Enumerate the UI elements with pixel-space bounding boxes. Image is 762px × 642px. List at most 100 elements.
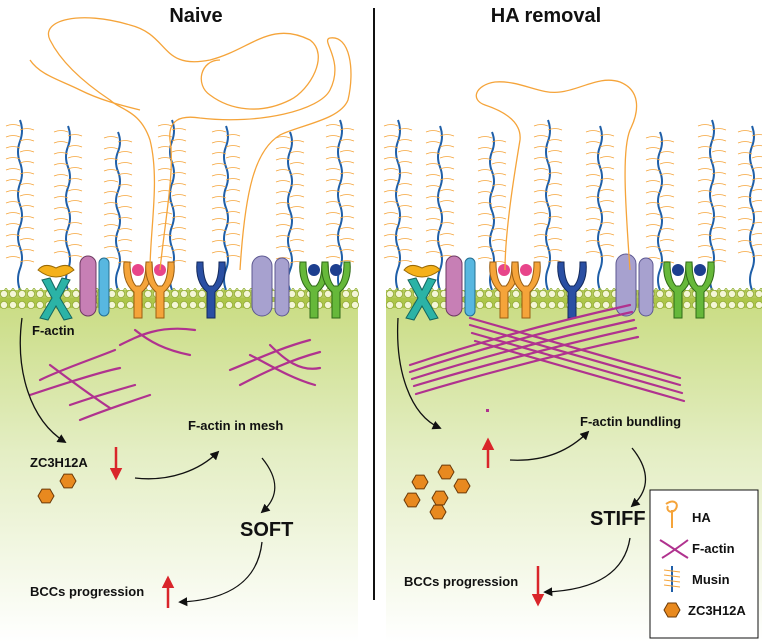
glycan-fringe [225, 255, 241, 258]
glycan-fringe [53, 152, 69, 155]
zc3h12a-hexagons [37, 464, 471, 520]
lipid-head [117, 300, 126, 309]
glycan-fringe [751, 200, 762, 203]
glycan-fringe [697, 157, 713, 160]
glycan-fringe [659, 195, 675, 198]
glycan-fringe [645, 147, 661, 150]
glycan-fringe [5, 223, 21, 226]
glycan-fringe [547, 150, 563, 153]
lipid-head [665, 300, 674, 309]
glycan-fringe [383, 124, 399, 127]
zc3h12a-hexagon [429, 504, 447, 520]
ha-strand-left-3 [29, 59, 141, 111]
glycan-fringe [599, 156, 615, 159]
lipid-head [72, 289, 81, 298]
glycan-fringe [585, 130, 601, 133]
receptor-ligand [498, 264, 510, 276]
glycan-fringe [53, 130, 69, 133]
glycan-fringe [751, 178, 762, 181]
lipid-head [323, 300, 332, 309]
glycan-fringe [645, 191, 661, 194]
glycan-fringe [19, 260, 35, 263]
glycan-fringe [289, 206, 305, 209]
lipid-head [0, 300, 8, 309]
ha-icon [665, 500, 678, 528]
lipid-head [593, 300, 602, 309]
lipid-head [656, 300, 665, 309]
glycan-fringe [697, 256, 713, 259]
glycan-fringe [751, 134, 762, 137]
glycan-fringe [157, 256, 173, 259]
glycan-fringe [19, 205, 35, 208]
glycan-fringe [439, 189, 455, 192]
glycan-fringe [397, 194, 413, 197]
glycan-fringe [383, 245, 399, 248]
glycan-fringe [659, 162, 675, 165]
glycan-fringe [711, 150, 727, 153]
glycan-fringe [67, 145, 83, 148]
glycan-fringe [659, 206, 675, 209]
glycan-fringe [425, 207, 441, 210]
glycan-fringe [439, 222, 455, 225]
lipid-head [385, 300, 394, 309]
glycan-fringe [171, 238, 187, 241]
lipid-head [665, 289, 674, 298]
glycan-fringe [397, 172, 413, 175]
glycan-fringe [425, 240, 441, 243]
lipid-head [755, 301, 762, 309]
glycan-fringe [19, 128, 35, 131]
glycan-fringe [659, 140, 675, 143]
lipid-head [350, 289, 359, 298]
glycan-fringe [275, 213, 291, 216]
glycan-fringe [697, 179, 713, 182]
glycan-fringe [325, 146, 341, 149]
glycan-fringe [737, 229, 753, 232]
glycan-fringe [711, 139, 727, 142]
lipid-head [233, 300, 242, 309]
lipid-head [17, 300, 26, 309]
glycan-fringe [397, 227, 413, 230]
glycan-fringe [103, 180, 119, 183]
glycan-fringe [103, 158, 119, 161]
glycan-fringe [53, 229, 69, 232]
lipid-head [117, 289, 126, 298]
glycan-fringe [383, 146, 399, 149]
glycan-fringe [585, 174, 601, 177]
ha-strand-right [475, 79, 638, 271]
lipid-head [296, 300, 305, 309]
pink-protein [79, 255, 97, 317]
lipid-head [512, 289, 521, 298]
glycan-fringe [477, 158, 493, 161]
lavender-protein [615, 253, 637, 317]
glycan-fringe [339, 260, 355, 263]
glycan-fringe [171, 227, 187, 230]
glycan-fringe [275, 224, 291, 227]
glycan-fringe [425, 251, 441, 254]
glycan-fringe [275, 246, 291, 249]
glycan-fringe [289, 173, 305, 176]
glycan-fringe [491, 195, 507, 198]
glycan-fringe [645, 180, 661, 183]
glycan-fringe [533, 146, 549, 149]
glycan-fringe [289, 140, 305, 143]
receptor-ligand [520, 264, 532, 276]
lipid-head [484, 289, 493, 298]
f-actin-mesh-left [28, 327, 322, 422]
receptor-ligand [672, 264, 684, 276]
mucin-strand [65, 125, 71, 291]
lipid-head [557, 300, 566, 309]
glycan-fringe [275, 202, 291, 205]
lipid-head [72, 300, 81, 309]
lipid-head [683, 289, 692, 298]
lipid-head [188, 300, 197, 309]
glycan-fringe [645, 136, 661, 139]
glycan-fringe [225, 222, 241, 225]
blue-protein [98, 257, 110, 317]
glycan-fringe [477, 257, 493, 260]
glycan-fringe [659, 250, 675, 253]
zc3h12a-hexagon [37, 488, 55, 504]
lipid-head [737, 289, 746, 298]
glycan-fringe [599, 255, 615, 258]
receptor-ligand [132, 264, 144, 276]
glycan-fringe [171, 216, 187, 219]
